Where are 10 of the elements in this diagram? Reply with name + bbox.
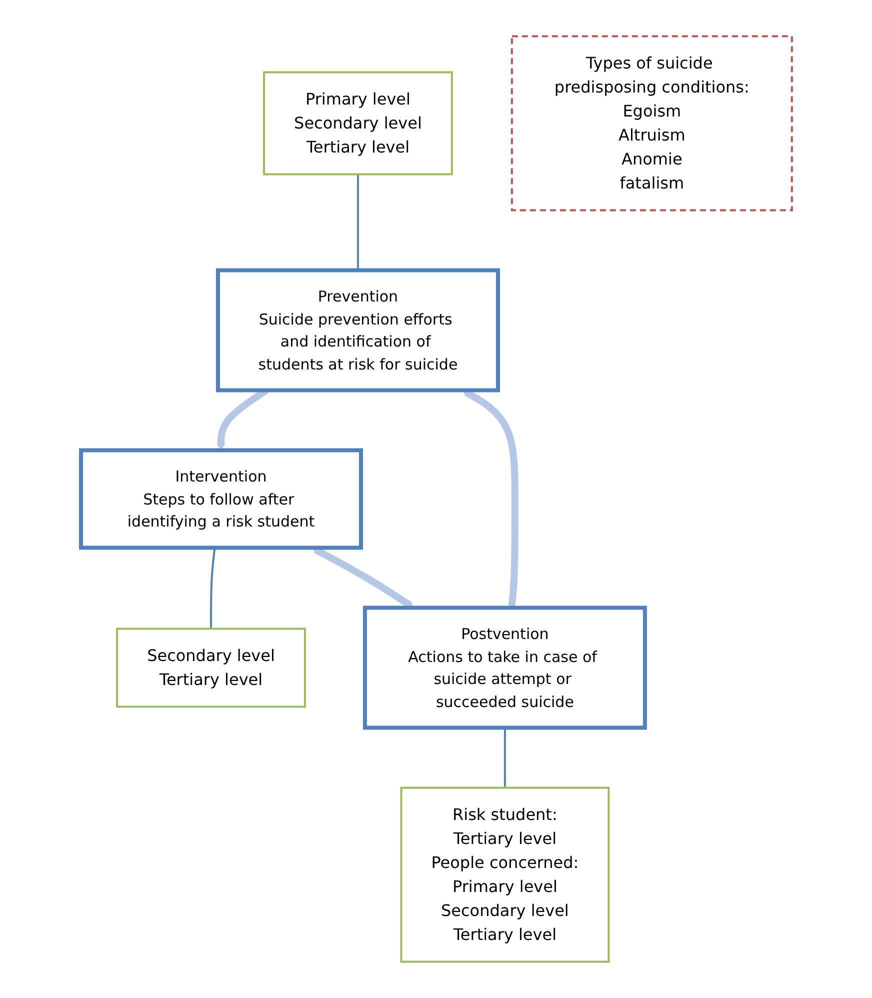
node-box: Postvention Actions to take in case of suicide attempt or succeeded suicide [362,606,646,730]
connector [210,548,216,629]
node-box: Primary level Secondary level Tertiary level [262,71,452,176]
node-box: Types of suicide predisposing conditions: Egoism Altruism Anomie fatalism [510,35,792,212]
node-box: Secondary level Tertiary level [116,628,306,708]
node-box: Risk student: Tertiary level People concerned: Primary level Secondary level Tertiary level [400,786,610,963]
connector [503,728,506,788]
node-box: Intervention Steps to follow after identifying a risk student [78,448,363,550]
connector [356,174,359,270]
node-box: Prevention Suicide prevention efforts and identification of students at risk for suicide [216,268,500,392]
